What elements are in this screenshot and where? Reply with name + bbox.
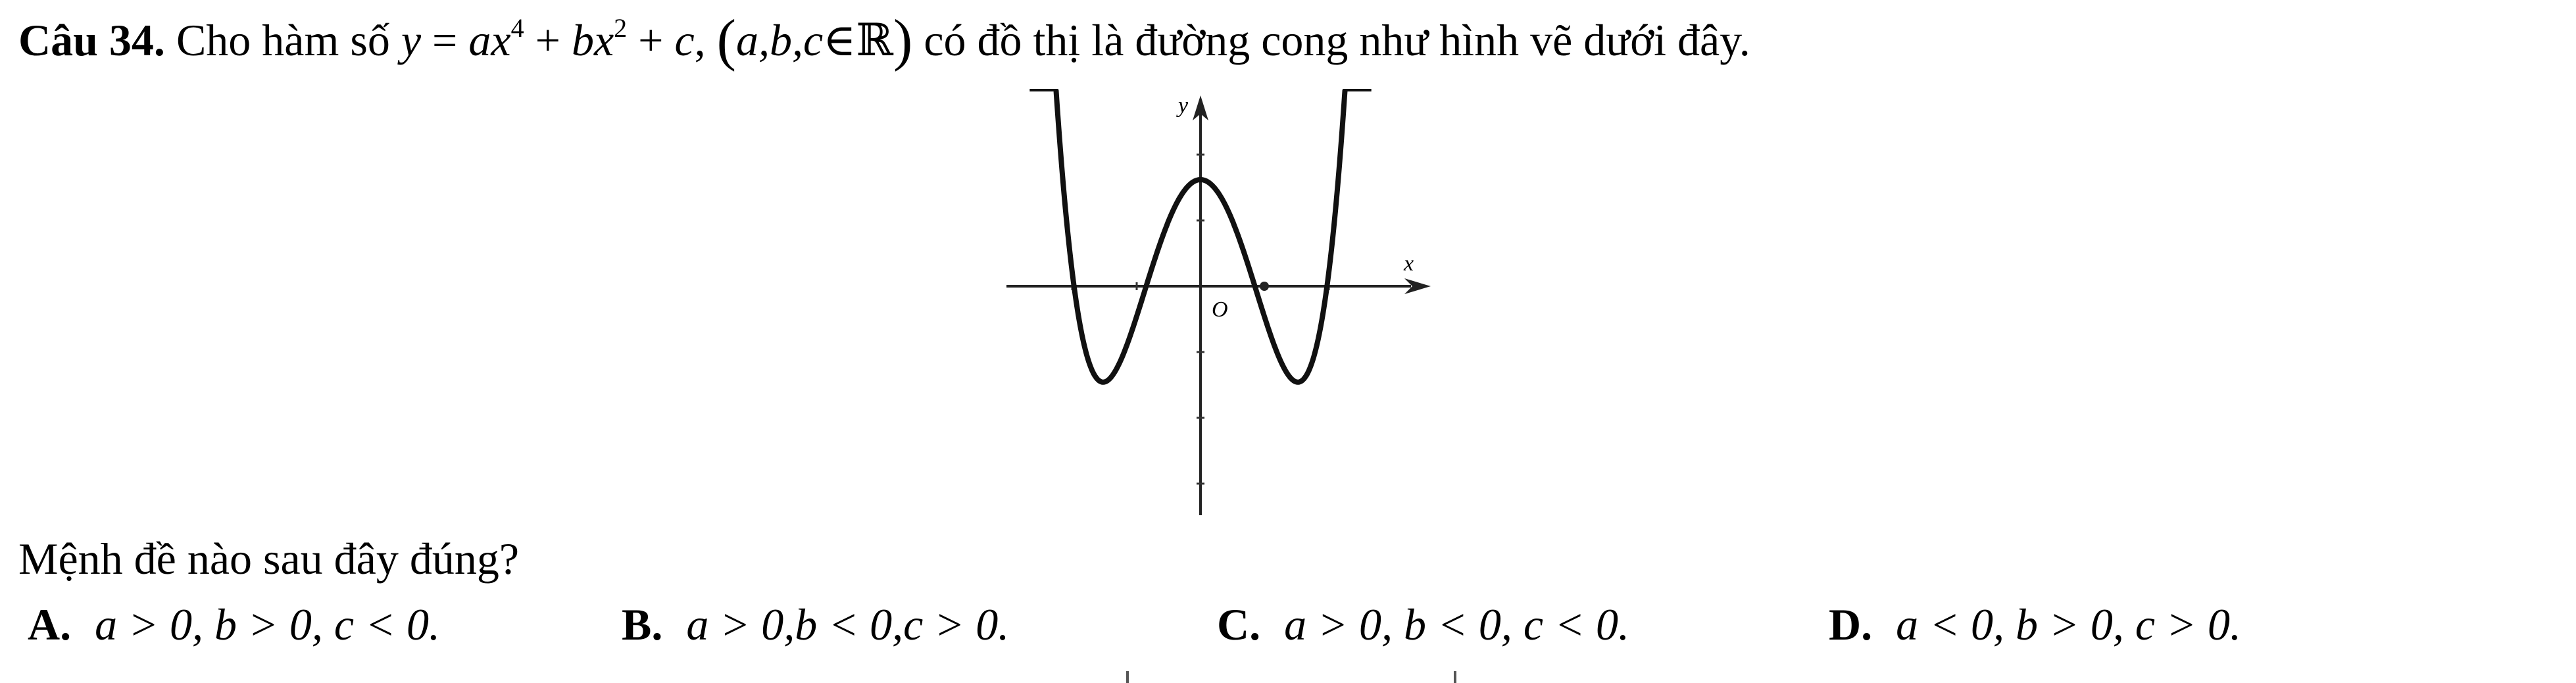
cropped-fragment	[1454, 671, 1456, 683]
quartic-curve	[1028, 89, 1374, 385]
condition-open-paren: (	[716, 9, 736, 72]
question-outro: có đồ thị là đường cong như hình vẽ dưới…	[924, 15, 1750, 65]
answer-text-b: a > 0,b < 0,c > 0.	[686, 599, 1010, 649]
comma-separator: ,	[694, 15, 706, 65]
answer-text-c: a > 0, b < 0, c < 0.	[1284, 599, 1629, 649]
exponent-2: 2	[614, 13, 628, 43]
answer-label-a: A.	[28, 599, 72, 649]
exponent-4: 4	[510, 13, 524, 43]
answer-label-b: B.	[622, 599, 663, 649]
condition-close-paren: )	[893, 9, 913, 72]
answer-option-d[interactable]: D. a < 0, b > 0, c > 0.	[1829, 602, 2241, 647]
answer-label-d: D.	[1829, 599, 1873, 649]
cropped-fragment	[1126, 671, 1129, 683]
element-of-symbol: ∈	[823, 15, 856, 65]
term-b: bx	[571, 15, 614, 65]
answer-label-c: C.	[1217, 599, 1261, 649]
answer-option-a[interactable]: A. a > 0, b > 0, c < 0.	[28, 602, 440, 647]
plus-sign-1: +	[535, 15, 560, 65]
question-prompt: Mệnh đề nào sau đây đúng?	[18, 534, 520, 584]
answer-option-b[interactable]: B. a > 0,b < 0,c > 0.	[622, 602, 1009, 647]
answer-text-a: a > 0, b > 0, c < 0.	[95, 599, 440, 649]
question-intro: Cho hàm số	[176, 15, 390, 65]
answer-option-c[interactable]: C. a > 0, b < 0, c < 0.	[1217, 602, 1629, 647]
y-axis-arrow	[1193, 95, 1208, 120]
real-set-symbol: ℝ	[856, 15, 894, 65]
function-lhs: y	[401, 15, 422, 65]
equals-sign: =	[432, 15, 458, 65]
condition-vars: a,b,c	[735, 15, 824, 65]
term-c: c	[674, 15, 695, 65]
question-line: Câu 34. Cho hàm số y = ax4 + bx2 + c, (a…	[18, 8, 1750, 70]
function-graph: y x O	[1000, 89, 1437, 517]
answer-options: A. a > 0, b > 0, c < 0. B. a > 0,b < 0,c >…	[0, 602, 2576, 655]
origin-label: O	[1212, 297, 1228, 322]
question-label: Câu 34.	[18, 15, 165, 65]
graph-svg: y x O	[1006, 89, 1431, 515]
y-axis-label: y	[1176, 93, 1189, 118]
term-a: ax	[468, 15, 511, 65]
x-axis-point	[1260, 282, 1269, 291]
x-axis-label: x	[1403, 251, 1414, 276]
plus-sign-2: +	[638, 15, 664, 65]
x-axis-arrow	[1404, 278, 1431, 294]
answer-text-d: a < 0, b > 0, c > 0.	[1896, 599, 2241, 649]
